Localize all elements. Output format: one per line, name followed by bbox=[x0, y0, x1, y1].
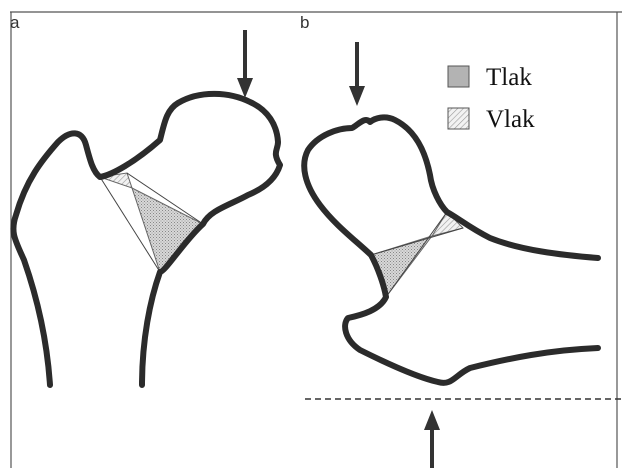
panel-b-label: b bbox=[300, 13, 309, 32]
panel-b-trabecular-line-2 bbox=[385, 211, 448, 298]
legend: Tlak Vlak bbox=[447, 64, 535, 133]
panel-b bbox=[301, 42, 622, 468]
legend-swatch-tension bbox=[447, 107, 470, 130]
panel-a-trabecular-line-1 bbox=[126, 172, 204, 225]
panel-b-load-arrowhead-bottom bbox=[424, 410, 440, 430]
panel-a-label: a bbox=[10, 13, 20, 32]
legend-label-compression: Tlak bbox=[486, 64, 532, 91]
panel-a bbox=[10, 30, 283, 388]
panel-b-load-arrowhead-top bbox=[349, 86, 365, 106]
panel-a-trabecular-line-2 bbox=[99, 176, 161, 273]
panel-a-load-arrowhead bbox=[237, 78, 253, 98]
legend-swatch-compression bbox=[447, 65, 470, 88]
legend-label-tension: Vlak bbox=[486, 106, 535, 133]
panel-b-trabecular-line-1 bbox=[370, 227, 464, 256]
panel-a-femur-outline bbox=[10, 90, 283, 388]
panel-b-femur-outline bbox=[301, 114, 601, 386]
